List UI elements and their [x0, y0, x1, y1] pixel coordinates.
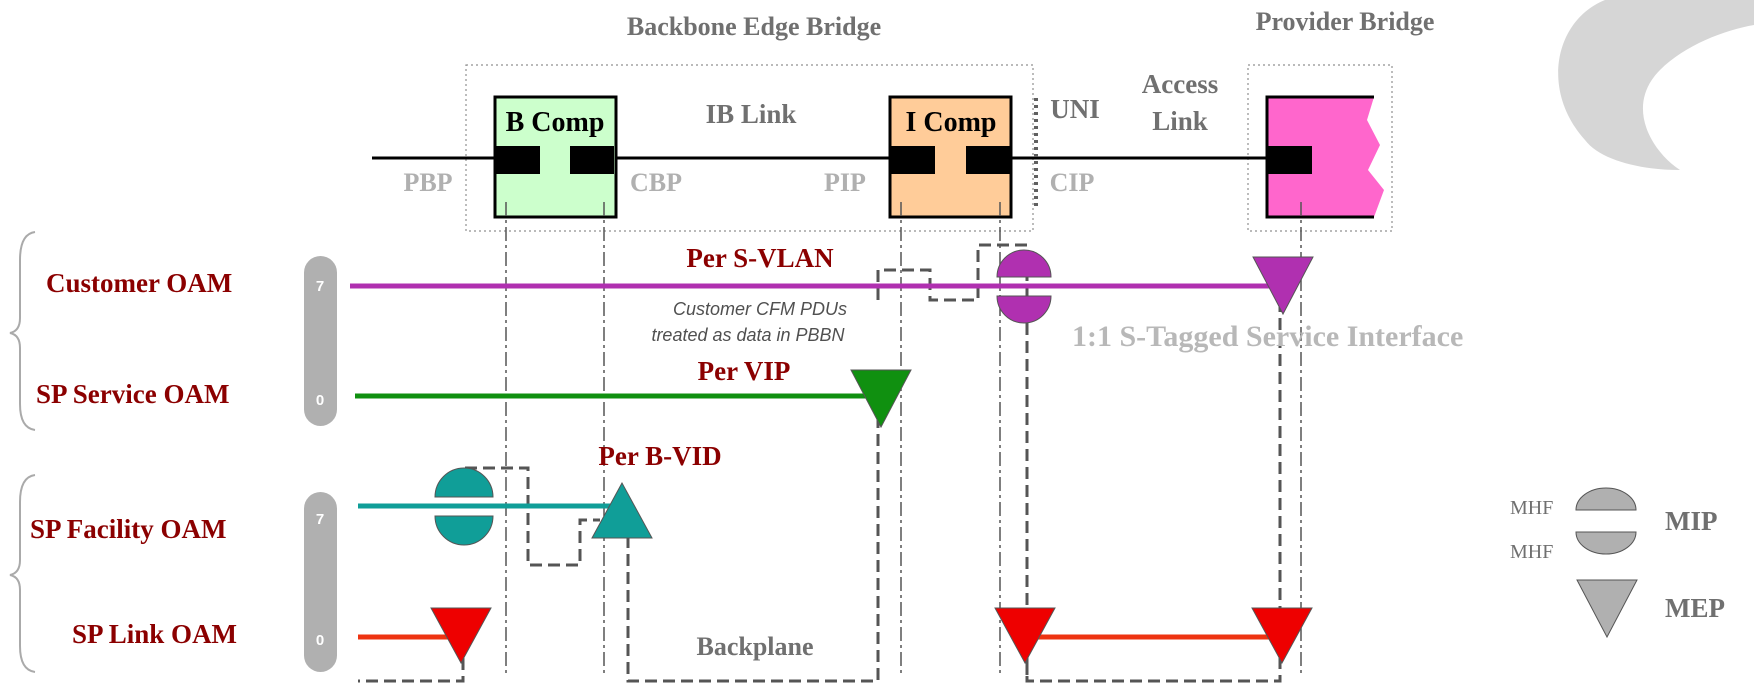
access-link-label-line1: Access	[1142, 69, 1218, 99]
sp-link-mep-icon-3	[1251, 607, 1313, 665]
per-b-vid-label: Per B-VID	[598, 441, 721, 471]
legend-mhf-top: MHF	[1510, 497, 1553, 519]
upper-level-capsule	[304, 256, 337, 426]
ib-link-label: IB Link	[706, 99, 797, 129]
logo-swoosh	[1558, 0, 1754, 170]
legend-mip-icon	[1575, 487, 1637, 511]
uni-label: UNI	[1050, 94, 1100, 124]
per-s-vlan-label: Per S-VLAN	[686, 243, 834, 273]
lower-brace	[9, 474, 36, 673]
i-comp-port-cip	[966, 146, 1010, 174]
customer-mep-icon	[1252, 256, 1314, 316]
access-link-label-line2: Link	[1152, 106, 1208, 136]
sp-link-mep-icon-2	[994, 607, 1056, 665]
customer-oam-label: Customer OAM	[46, 268, 232, 298]
i-comp-label: I Comp	[905, 107, 996, 138]
b-comp-port-pbp	[496, 146, 540, 174]
sp-facility-mep-icon	[591, 481, 653, 539]
dashed-paths	[358, 243, 1282, 683]
b-comp-port-cbp	[570, 146, 614, 174]
legend-mep-label: MEP	[1665, 593, 1725, 623]
provider-bridge-title: Provider Bridge	[1256, 7, 1435, 36]
i-comp-port-pip	[891, 146, 935, 174]
legend-mhf-bottom: MHF	[1510, 541, 1553, 563]
sp-facility-oam-label: SP Facility OAM	[30, 514, 226, 544]
legend: MHF MHF MIP MEP	[1510, 487, 1725, 639]
provider-bridge-border	[1265, 95, 1374, 219]
legend-mip-label: MIP	[1665, 506, 1717, 536]
backplane-label: Backplane	[696, 632, 813, 661]
backbone-edge-bridge-title: Backbone Edge Bridge	[627, 12, 881, 41]
upper-level-low: 0	[316, 392, 324, 409]
backbone-edge-bridge-outline	[465, 64, 1034, 232]
legend-mep-icon	[1576, 579, 1638, 639]
provider-bridge-outline	[1247, 64, 1393, 232]
cip-label: CIP	[1050, 168, 1095, 197]
lower-level-capsule	[304, 492, 337, 672]
cbp-label: CBP	[630, 168, 682, 197]
pbp-label: PBP	[403, 168, 452, 197]
upper-level-high: 7	[316, 278, 324, 295]
b-comp-label: B Comp	[506, 107, 605, 138]
cfm-note-line1: Customer CFM PDUs	[673, 299, 847, 319]
port-vertical-lines	[505, 202, 1302, 675]
lower-level-low: 0	[316, 632, 324, 649]
sp-facility-mip-icon	[434, 467, 494, 546]
sp-service-mep-icon	[850, 369, 912, 429]
sp-link-oam-label: SP Link OAM	[72, 619, 237, 649]
pip-label: PIP	[824, 168, 866, 197]
per-vip-label: Per VIP	[698, 356, 791, 386]
provider-bridge-port	[1268, 146, 1312, 174]
sp-link-mep-icon-1	[430, 607, 492, 665]
service-interface-note: 1:1 S-Tagged Service Interface	[1072, 320, 1463, 353]
legend-mip-icon-lower	[1575, 531, 1637, 555]
provider-bridge-shape	[1267, 97, 1384, 217]
lower-level-high: 7	[316, 511, 324, 528]
upper-brace	[9, 231, 36, 431]
customer-mip-icon	[996, 249, 1052, 324]
cfm-note-line2: treated as data in PBBN	[651, 325, 845, 345]
sp-service-oam-label: SP Service OAM	[36, 379, 229, 409]
